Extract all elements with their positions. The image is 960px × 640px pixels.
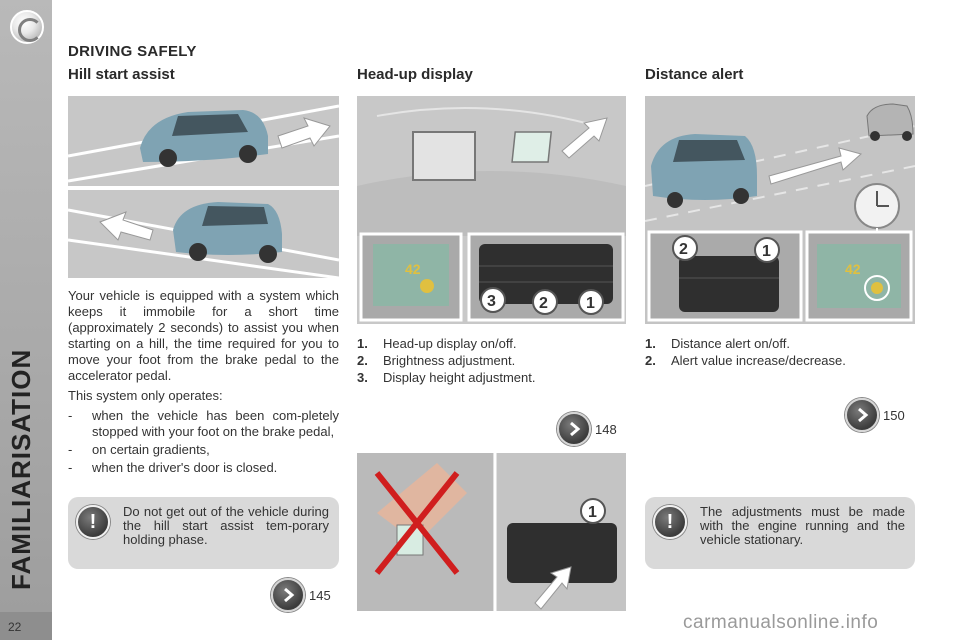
distance-control-panel-icon [679,256,779,312]
page-reference-arrow-icon [271,578,305,612]
warning-icon: ! [76,505,110,539]
page-number: 22 [0,612,52,640]
svg-text:1: 1 [762,243,771,260]
side-band [0,0,52,640]
page-reference-148[interactable]: 148 [557,412,617,446]
pointer-arrow-icon [561,117,608,159]
hill-start-description: Your vehicle is equipped with a system w… [68,288,339,478]
hill-start-conditions-intro: This system only operates: [68,388,223,403]
chapter-title: FAMILIARISATION [6,349,37,590]
list-item: 1.Distance alert on/off. [645,336,790,351]
svg-text:3: 3 [487,293,496,310]
car-illustration-icon [651,134,757,208]
list-item: -when the driver's door is closed. [68,460,278,475]
warning-icon: ! [653,505,687,539]
page-reference-arrow-icon [557,412,591,446]
watermark: carmanualsonline.info [683,612,879,633]
backward-arrow-icon [99,211,154,241]
list-item: -when the vehicle has been com-pletely s… [68,408,339,439]
svg-text:2: 2 [679,241,688,258]
prohibited-cross-icon [374,471,460,575]
distance-display-inset-icon [817,244,901,308]
head-up-control-panel-icon [479,244,613,304]
page-reference-number: 145 [309,587,331,603]
svg-text:42: 42 [405,261,421,277]
list-item: -on certain gradients, [68,442,210,457]
svg-text:1: 1 [588,504,597,521]
svg-text:42: 42 [845,261,861,277]
chapter-logo-icon [10,10,44,44]
svg-text:1: 1 [586,295,595,312]
list-item: 2.Alert value increase/decrease. [645,353,846,368]
hill-start-warning-box: ! Do not get out of the vehicle during t… [68,497,339,569]
head-up-stowing-image: 1 [357,453,626,611]
head-up-screen-icon [511,131,553,163]
distance-alert-legend: 1.Distance alert on/off. 2.Alert value i… [645,335,915,369]
hill-start-image-top [68,96,339,186]
page-reference-number: 148 [595,421,617,437]
list-item: 1.Head-up display on/off. [357,336,517,351]
car-ahead-icon [866,103,914,141]
hill-start-warning-text: Do not get out of the vehicle during the… [123,504,329,547]
car-illustration-icon [173,202,282,263]
page-reference-150[interactable]: 150 [845,398,905,432]
hill-start-title: Hill start assist [68,66,175,83]
forward-arrow-icon [277,117,331,149]
head-up-display-inset-icon [373,244,449,306]
press-arrow-icon [534,566,572,610]
hand-illustration-icon [377,463,467,543]
distance-alert-image: 2 1 42 [645,96,915,324]
hill-start-paragraph: Your vehicle is equipped with a system w… [68,288,339,383]
section-title: DRIVING SAFELY [68,43,197,60]
distance-alert-warning-box: ! The adjustments must be made with the … [645,497,915,569]
head-up-legend: 1.Head-up display on/off. 2.Brightness a… [357,335,626,386]
head-up-image: 42 3 2 1 [357,96,626,324]
distance-alert-warning-text: The adjustments must be made with the en… [700,504,905,547]
page-reference-number: 150 [883,407,905,423]
list-item: 2.Brightness adjustment. [357,353,516,368]
dashboard-screen-icon [412,131,476,181]
distance-alert-title: Distance alert [645,66,744,83]
page-reference-arrow-icon [845,398,879,432]
page-reference-145[interactable]: 145 [271,578,331,612]
head-up-control-panel-icon [507,523,617,583]
hill-start-image-bottom [68,190,339,278]
distance-arrow-icon [768,147,863,185]
svg-text:2: 2 [539,295,548,312]
list-item: 3.Display height adjustment. [357,370,536,385]
car-illustration-icon [140,110,268,167]
head-up-title: Head-up display [357,66,473,83]
